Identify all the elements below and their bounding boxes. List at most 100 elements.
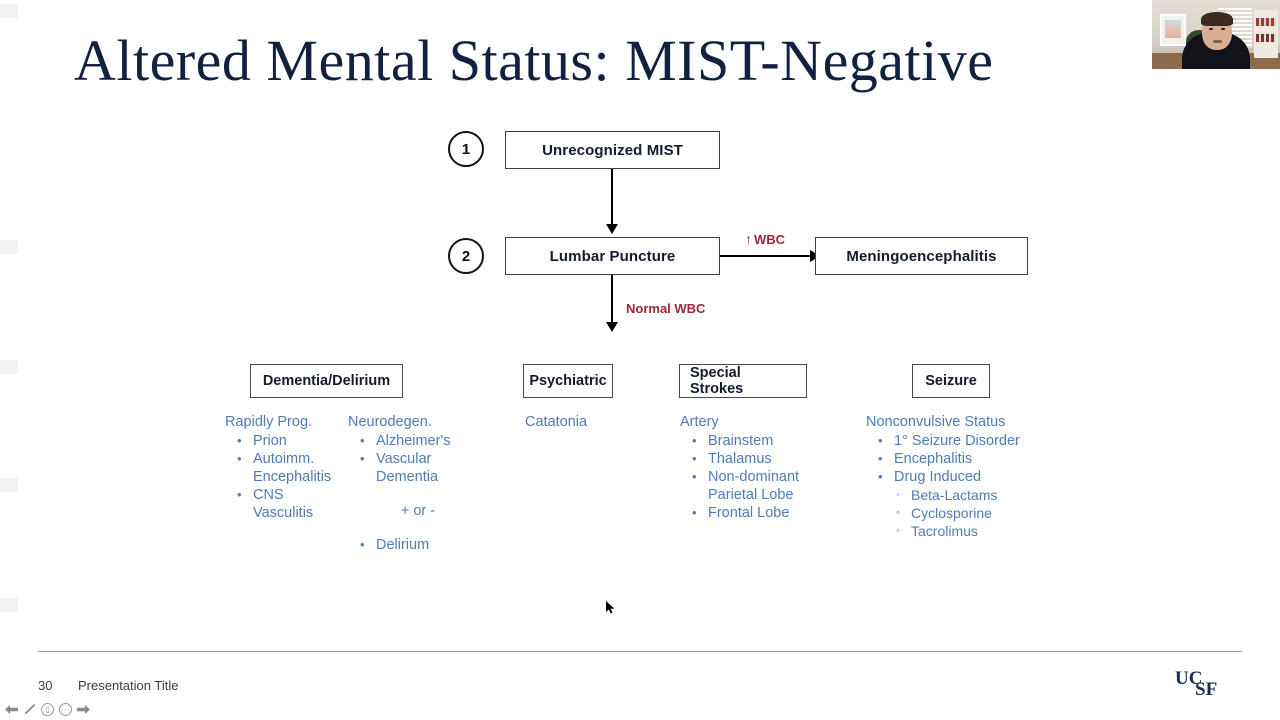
edge-artifact [0,240,18,254]
bullet-dot-icon: • [360,433,365,448]
category-title: Psychiatric [529,373,607,389]
presenter-eye-right [1221,28,1225,30]
step-number: 1 [461,140,471,158]
group-heading: Catatonia [525,414,588,430]
bullet-list: • 1° Seizure Disorder • Encephalitis • Drug… [866,432,1066,486]
category-box-seizure[interactable]: Seizure [912,364,990,398]
list-item-label: CNS [253,487,284,503]
bullet-dot-icon: • [878,451,883,466]
svg-text:UC: UC [1175,668,1202,689]
connector-mist-to-lp [611,169,613,226]
list-item-label: Delirium [376,537,430,553]
presenter-video-overlay[interactable] [1152,0,1280,69]
bullet-dot-icon: • [878,469,883,484]
list-item-label: Drug Induced [894,469,982,485]
category-body-special-strokes: Artery •Brainstem •Thalamus •Non-dominan… [680,413,830,522]
mouse-cursor [606,601,615,614]
list-item-label: Cyclosporine [911,505,992,521]
list-item-label: Brainstem [708,433,774,449]
category-box-special-strokes[interactable]: Special Strokes [679,364,807,398]
footer-divider [38,651,1242,652]
edge-artifact [0,598,18,612]
bullet-list: • Brainstem • Thalamus • Non-dominant [680,432,830,486]
step-number: 2 [461,247,471,265]
ucsf-logo: UC SF [1175,668,1217,700]
bullet-list: •Alzheimer's •Vascular [348,432,488,468]
connector-arrowhead-down [606,224,618,234]
bullet-circle-icon: ◦ [896,507,900,519]
more-options-icon[interactable]: ⋯ [58,702,73,717]
bullet-list-sub: ◦ Beta-Lactams ◦ Cyclosporine ◦Tacrolimus [866,486,1066,540]
bullet-dot-icon: • [360,537,365,552]
wall-picture-frame [1160,14,1186,46]
list-item-label: Non-dominant [708,469,800,485]
category-body-neurodegen: Neurodegen. •Alzheimer's •Vascular Demen… [348,413,488,554]
pen-icon[interactable] [22,702,37,717]
bullet-dot-icon: • [237,433,242,448]
books [1256,18,1276,26]
node-lumbar-puncture[interactable]: Lumbar Puncture [505,237,720,275]
connector-arrowhead-down [606,322,618,332]
bullet-dot-icon: • [692,469,697,484]
group-heading: Rapidly Prog. [225,414,313,430]
step-badge-2: 2 [448,238,484,274]
list-item: ◦ Cyclosporine [894,504,1066,522]
list-item-continuation: Parietal Lobe [708,487,794,503]
category-title: Dementia/Delirium [262,373,391,389]
edge-label-text: WBC [754,232,786,247]
books [1256,34,1276,42]
list-item: •Prion [235,432,355,450]
connector-lp-to-meningo [720,255,812,257]
presenter-eye-left [1209,28,1213,30]
screen-icon[interactable]: ▯ [40,702,55,717]
connector-lp-to-categories [611,275,613,326]
edge-label-normal-wbc: Normal WBC [626,301,706,316]
node-meningoencephalitis[interactable]: Meningoencephalitis [815,237,1028,275]
bullet-dot-icon: • [237,487,242,502]
annotation-toolbar[interactable]: ▯ ⋯ [4,702,91,717]
category-box-dementia-delirium[interactable]: Dementia/Delirium [250,364,403,398]
bullet-dot-icon: • [692,451,697,466]
bullet-circle-icon: ◦ [896,489,900,501]
edge-artifact [0,4,18,18]
list-item: ◦Tacrolimus [894,522,1066,540]
node-label: Meningoencephalitis [846,247,997,265]
page-number: 30 [38,678,53,693]
edge-label-elevated-wbc: ↑WBC [745,231,785,247]
next-arrow-icon[interactable] [76,702,91,717]
up-arrow-icon: ↑ [745,231,752,247]
previous-arrow-icon[interactable] [4,702,19,717]
list-item: • Delirium [358,536,488,554]
group-heading: Neurodegen. [348,414,432,430]
list-item: •Alzheimer's [358,432,488,450]
list-item-label: Beta-Lactams [911,487,998,503]
list-item-label: Encephalitis [894,451,973,467]
bullet-dot-icon: • [237,451,242,466]
list-item-label: Autoimm. [253,451,315,467]
list-item: • Non-dominant [690,468,830,486]
bullet-dot-icon: • [692,433,697,448]
category-box-psychiatric[interactable]: Psychiatric [523,364,613,398]
node-unrecognized-mist[interactable]: Unrecognized MIST [505,131,720,169]
list-item-continuation: Vasculitis [253,505,314,521]
bullet-list: • CNS [225,486,355,504]
list-item: • CNS [235,486,355,504]
list-item-label: 1° Seizure Disorder [894,433,1020,449]
presenter-mouth [1213,40,1222,43]
screen-glyph: ▯ [41,703,54,716]
group-heading: Nonconvulsive Status [866,414,1006,430]
list-item: • Encephalitis [876,450,1066,468]
ellipsis-glyph: ⋯ [59,703,72,716]
list-item-label: Tacrolimus [911,523,978,539]
category-body-seizure: Nonconvulsive Status • 1° Seizure Disorde… [866,413,1066,540]
list-item: • Autoimm. [235,450,355,468]
list-item: • Thalamus [690,450,830,468]
category-body-psychiatric: Catatonia [525,413,645,432]
list-item-label: Thalamus [708,451,772,467]
page-title: Altered Mental Status: MIST-Negative [74,28,994,93]
bullet-dot-icon: • [360,451,365,466]
bullet-list: • Delirium [348,536,488,554]
group-separator: + or - [400,503,436,519]
